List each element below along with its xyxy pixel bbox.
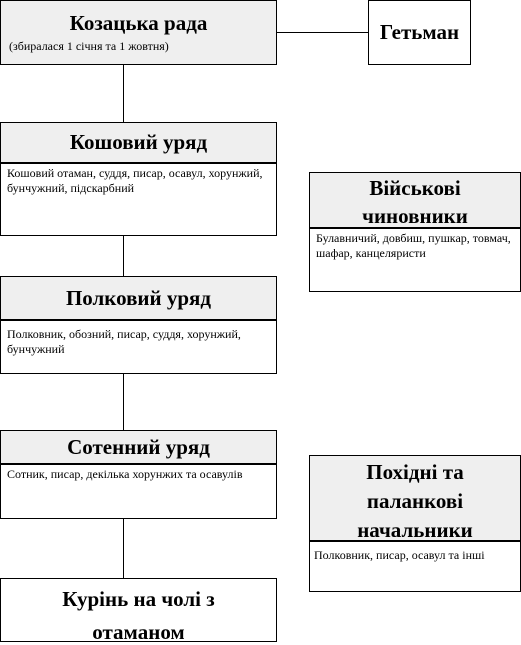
- koshovyi-government-box: Кошовий уряд Кошовий отаман, суддя, писа…: [0, 122, 277, 236]
- connector-sotennyi-kurin: [123, 519, 124, 578]
- koshovyi-government-header: Кошовий уряд: [1, 123, 276, 164]
- regimental-government-header: Полковий уряд: [1, 277, 276, 321]
- cossack-council-title: Козацька рада: [69, 11, 208, 35]
- campaign-palanka-chiefs-title-line3: начальники: [357, 518, 473, 542]
- military-officials-description: Булавничий, довбиш, пушкар, товмач, шафа…: [316, 231, 511, 260]
- regimental-government-description: Полковник, обозний, писар, суддя, хорунж…: [7, 327, 241, 356]
- connector-polkovyi-sotennyi: [123, 374, 124, 430]
- regimental-government-title: Полковий уряд: [65, 286, 212, 310]
- campaign-palanka-chiefs-description: Полковник, писар, осавул та інші: [314, 548, 485, 562]
- connector-rada-hetman: [277, 32, 368, 33]
- campaign-palanka-chiefs-title-line2: паланкові: [366, 489, 464, 513]
- company-government-title: Сотенний уряд: [67, 435, 210, 459]
- connector-rada-koshovyi: [123, 65, 124, 122]
- company-government-box: Сотенний уряд Сотник, писар, декілька хо…: [0, 430, 277, 519]
- cossack-council-box: Козацька рада (збиралася 1 січня та 1 жо…: [0, 0, 277, 65]
- hetman-box: Гетьман: [368, 0, 471, 65]
- military-officials-title-line1: Військові: [369, 176, 461, 200]
- military-officials-title-line2: чиновники: [362, 204, 468, 228]
- regimental-government-box: Полковий уряд Полковник, обозний, писар,…: [0, 276, 277, 374]
- kurin-title-line2: отаманом: [92, 620, 185, 644]
- hetman-title: Гетьман: [379, 20, 460, 44]
- military-officials-header: Військові чиновники: [310, 173, 520, 229]
- company-government-description: Сотник, писар, декілька хорунжих та осав…: [7, 467, 243, 481]
- koshovyi-government-description: Кошовий отаман, суддя, писар, осавул, хо…: [7, 166, 263, 195]
- campaign-palanka-chiefs-header: Похідні та паланкові начальники: [310, 456, 520, 542]
- company-government-header: Сотенний уряд: [1, 431, 276, 465]
- campaign-palanka-chiefs-box: Похідні та паланкові начальники Полковни…: [309, 455, 521, 592]
- cossack-council-subtitle: (збиралася 1 січня та 1 жовтня): [9, 39, 169, 53]
- kurin-title-line1: Курінь на чолі з: [62, 587, 215, 611]
- koshovyi-government-title: Кошовий уряд: [69, 130, 208, 154]
- military-officials-box: Військові чиновники Булавничий, довбиш, …: [309, 172, 521, 292]
- campaign-palanka-chiefs-title-line1: Похідні та: [366, 460, 464, 484]
- connector-koshovyi-polkovyi: [123, 236, 124, 276]
- kurin-box: Курінь на чолі з отаманом: [0, 578, 277, 644]
